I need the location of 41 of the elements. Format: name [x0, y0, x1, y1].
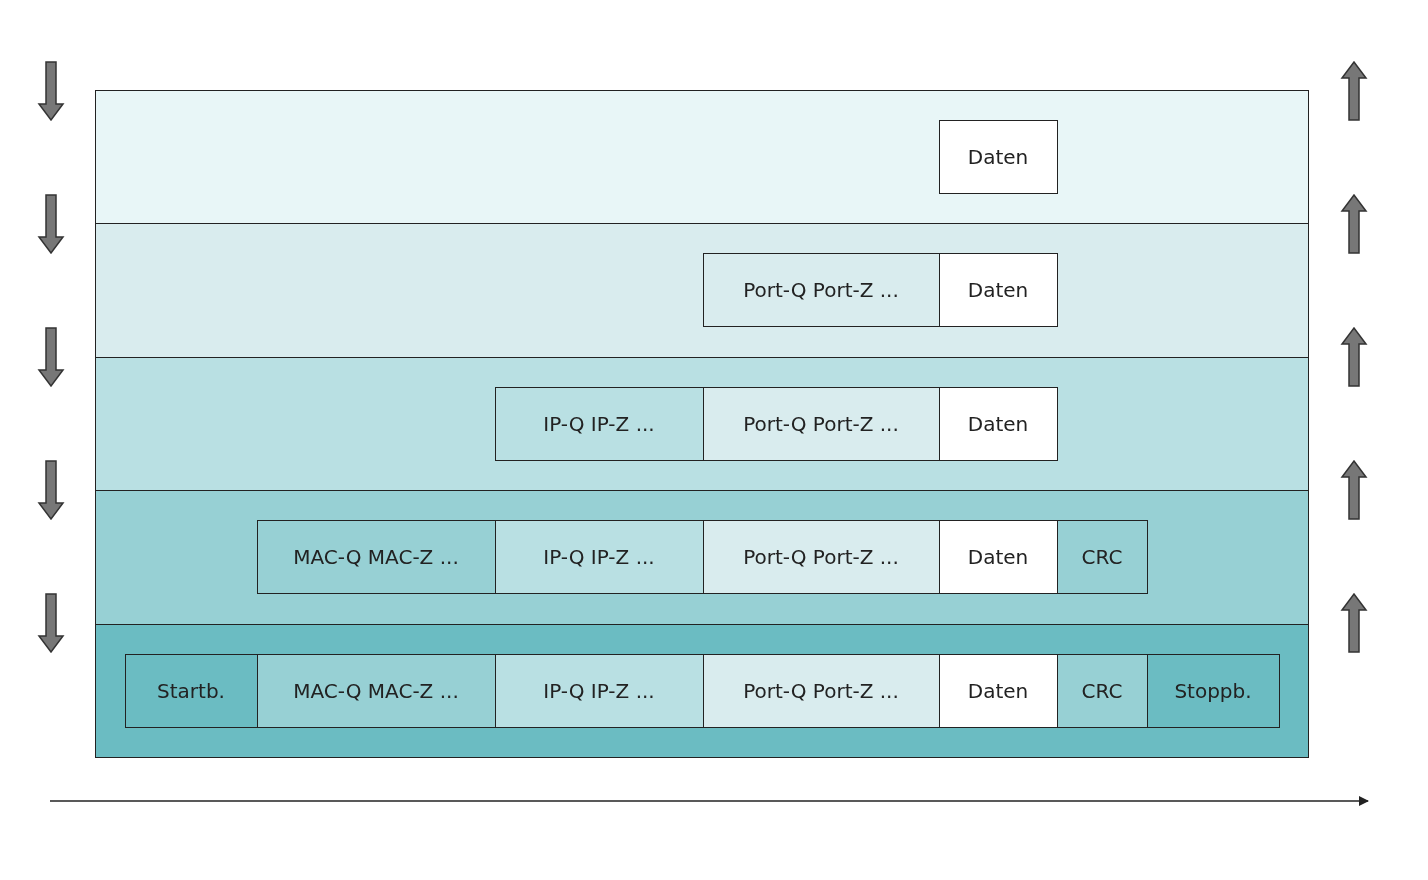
header-field-box [124, 653, 258, 728]
layer-band [95, 90, 1309, 224]
header-field-box [1056, 519, 1148, 594]
field-label: CRC [1081, 544, 1123, 569]
header-field-box [494, 386, 704, 461]
header-field-box [702, 519, 940, 594]
field-label: Daten [967, 678, 1029, 703]
field-label: CRC [1081, 678, 1123, 703]
field-label: Daten [967, 277, 1029, 302]
header-field-box [256, 653, 496, 728]
field-label: Daten [967, 144, 1029, 169]
header-field-box [1056, 653, 1148, 728]
field-label: Port-Q Port-Z ... [743, 544, 899, 569]
header-field-box [702, 386, 940, 461]
header-field-box [1146, 653, 1280, 728]
layer-band [95, 223, 1309, 358]
header-field-box [938, 386, 1058, 461]
field-label: Port-Q Port-Z ... [743, 277, 899, 302]
field-label: Stoppb. [1174, 678, 1252, 703]
field-label: Port-Q Port-Z ... [743, 678, 899, 703]
header-field-box [494, 519, 704, 594]
layer-band [95, 624, 1309, 758]
field-label: Port-Q Port-Z ... [743, 411, 899, 436]
header-field-box [256, 519, 496, 594]
header-field-box [938, 519, 1058, 594]
header-field-box [702, 653, 940, 728]
field-label: MAC-Q MAC-Z ... [293, 678, 459, 703]
field-label: MAC-Q MAC-Z ... [293, 544, 459, 569]
field-label: Daten [967, 544, 1029, 569]
field-label: IP-Q IP-Z ... [543, 411, 655, 436]
header-field-box [938, 653, 1058, 728]
field-label: IP-Q IP-Z ... [543, 678, 655, 703]
header-field-box [938, 119, 1058, 194]
field-label: Startb. [157, 678, 225, 703]
header-field-box [702, 252, 940, 327]
header-field-box [494, 653, 704, 728]
field-label: Daten [967, 411, 1029, 436]
field-label: IP-Q IP-Z ... [543, 544, 655, 569]
layer-band [95, 357, 1309, 491]
header-field-box [938, 252, 1058, 327]
layer-band [95, 490, 1309, 625]
